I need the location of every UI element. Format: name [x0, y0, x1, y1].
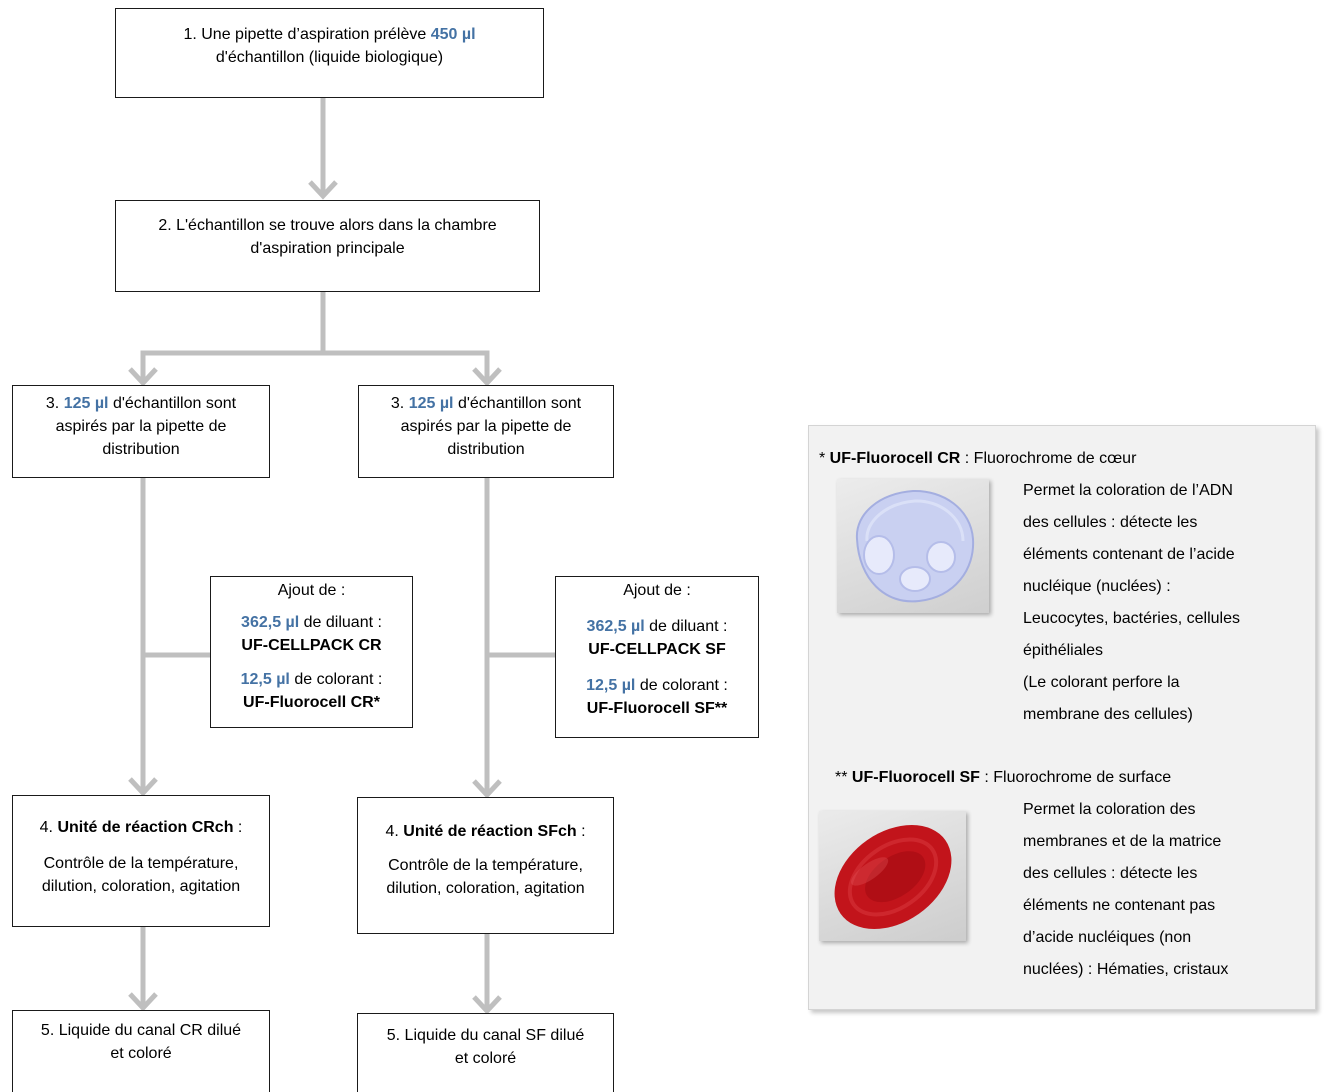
addition-left-title: Ajout de :: [277, 582, 346, 599]
step2-line2: d'aspiration principale: [250, 240, 405, 257]
step3-left-number: 3.: [45, 395, 64, 412]
addition-right-diluent: 362,5 µl de diluant :: [556, 615, 758, 638]
step1-box: 1. Une pipette d’aspiration prélève 450 …: [115, 8, 544, 98]
legend-cr-line: nucléique (nuclées) :: [1023, 578, 1171, 595]
step3-right-line2: aspirés par la pipette de: [400, 418, 572, 435]
step3-right-text: d'échantillon sont: [453, 395, 582, 412]
addition-left-dye-name: UF-Fluorocell CR*: [243, 694, 380, 711]
step5-left-line2: et coloré: [110, 1045, 172, 1062]
arrow-step1-to-step2: [308, 98, 338, 200]
legend-cr-name: UF-Fluorocell CR: [829, 450, 961, 467]
legend-sf-line: éléments ne contenant pas: [1023, 897, 1216, 914]
addition-left-dye: 12,5 µl de colorant :: [211, 668, 412, 691]
legend-cr-line: éléments contenant de l’acide: [1023, 546, 1235, 563]
addition-right-dye-name: UF-Fluorocell SF**: [586, 700, 728, 717]
arrow-step2-to-step3-left: [128, 353, 158, 387]
legend-sf-line: des cellules : détecte les: [1023, 865, 1198, 882]
step5-right-box: 5. Liquide du canal SF dilué et coloré: [357, 1013, 614, 1092]
legend-cr-header: * UF-Fluorocell CR : Fluorochrome de cœu…: [819, 448, 1136, 470]
addition-left-diluent-volume: 362,5 µl: [241, 614, 300, 631]
step4-left-suffix: :: [233, 819, 243, 836]
step5-left-line1: 5. Liquide du canal CR dilué: [40, 1022, 242, 1039]
step3-right-line3: distribution: [447, 441, 525, 458]
addition-left-diluent-text: de diluant :: [299, 614, 382, 631]
legend-sf-description: Permet la coloration des membranes et de…: [1023, 794, 1228, 986]
step3-left-line1: 3. 125 µl d'échantillon sont: [13, 392, 269, 415]
step3-right-line1: 3. 125 µl d'échantillon sont: [359, 392, 613, 415]
step4-right-line3: dilution, coloration, agitation: [386, 880, 585, 897]
addition-right-diluent-volume: 362,5 µl: [586, 618, 645, 635]
addition-right-dye-text: de colorant :: [635, 677, 728, 694]
legend-sf-line: Permet la coloration des: [1023, 801, 1196, 818]
step4-left-unit: Unité de réaction CRch: [57, 819, 234, 836]
step4-right-line2: Contrôle de la température,: [388, 857, 583, 874]
step4-left-box: 4. Unité de réaction CRch : Contrôle de …: [12, 795, 270, 927]
step2-line1: 2. L'échantillon se trouve alors dans la…: [158, 217, 497, 234]
legend-cr-line: des cellules : détecte les: [1023, 514, 1198, 531]
step4-left-number: 4.: [39, 819, 58, 836]
legend-sf-line: d’acide nucléiques (non: [1023, 929, 1192, 946]
step3-left-text: d'échantillon sont: [108, 395, 237, 412]
legend-cr-description: Permet la coloration de l’ADN des cellul…: [1023, 475, 1240, 731]
addition-right-diluent-name: UF-CELLPACK SF: [588, 641, 726, 658]
step1-line1: 1. Une pipette d’aspiration prélève 450 …: [116, 23, 543, 46]
step4-right-unit: Unité de réaction SFch: [403, 823, 577, 840]
step5-right-line2: et coloré: [454, 1050, 517, 1067]
legend-cr-line: épithéliales: [1023, 642, 1104, 659]
step3-left-line2: aspirés par la pipette de: [55, 418, 227, 435]
legend-cr-marker: *: [819, 450, 830, 467]
addition-left-box: Ajout de : 362,5 µl de diluant : UF-CELL…: [210, 576, 413, 728]
step5-right-line1: 5. Liquide du canal SF dilué: [386, 1027, 585, 1044]
legend-cr-desc: : Fluorochrome de cœur: [960, 450, 1137, 467]
arrow-step3-to-step4-left: [128, 478, 210, 797]
split-connector-step2: [140, 292, 490, 356]
addition-right-title: Ajout de :: [623, 582, 691, 599]
step4-right-line1: 4. Unité de réaction SFch :: [358, 820, 613, 843]
legend-sf-desc: : Fluorochrome de surface: [979, 769, 1172, 786]
addition-left-diluent: 362,5 µl de diluant :: [211, 611, 412, 634]
step3-left-box: 3. 125 µl d'échantillon sont aspirés par…: [12, 385, 270, 478]
arrow-step4-to-step5-right: [472, 934, 502, 1015]
legend-cr-line: Leucocytes, bactéries, cellules: [1023, 610, 1240, 627]
step3-right-number: 3.: [390, 395, 409, 412]
step4-left-line2: Contrôle de la température,: [43, 855, 239, 872]
step4-left-line1: 4. Unité de réaction CRch :: [13, 816, 269, 839]
step3-right-box: 3. 125 µl d'échantillon sont aspirés par…: [358, 385, 614, 478]
legend-panel: * UF-Fluorocell CR : Fluorochrome de cœu…: [808, 425, 1316, 1010]
addition-right-box: Ajout de : 362,5 µl de diluant : UF-CELL…: [555, 576, 759, 738]
addition-left-dye-text: de colorant :: [289, 671, 383, 688]
step3-left-line3: distribution: [102, 441, 180, 458]
arrow-step4-to-step5-left: [128, 927, 158, 1012]
step3-right-volume: 125 µl: [408, 395, 454, 412]
legend-sf-marker: **: [835, 769, 852, 786]
addition-right-dye: 12,5 µl de colorant :: [556, 674, 758, 697]
addition-left-dye-volume: 12,5 µl: [240, 671, 290, 688]
step4-right-suffix: :: [576, 823, 586, 840]
legend-sf-line: nuclées) : Hématies, cristaux: [1023, 961, 1229, 978]
legend-sf-header: ** UF-Fluorocell SF : Fluorochrome de su…: [835, 767, 1171, 789]
step1-text: 1. Une pipette d’aspiration prélève: [183, 26, 431, 43]
legend-sf-line: membranes et de la matrice: [1023, 833, 1222, 850]
step4-right-number: 4.: [385, 823, 404, 840]
red-blood-cell-icon: [819, 811, 966, 941]
legend-cr-line: (Le colorant perfore la: [1023, 674, 1180, 691]
legend-cr-line: membrane des cellules): [1023, 706, 1193, 723]
addition-right-dye-volume: 12,5 µl: [586, 677, 636, 694]
step4-left-line3: dilution, coloration, agitation: [41, 878, 241, 895]
legend-cr-line: Permet la coloration de l’ADN: [1023, 482, 1233, 499]
step3-left-volume: 125 µl: [63, 395, 109, 412]
step1-line2: d'échantillon (liquide biologique): [215, 49, 444, 66]
arrow-step2-to-step3-right: [472, 353, 502, 387]
arrow-step3-to-step4-right: [472, 478, 555, 799]
step1-volume: 450 µl: [430, 26, 476, 43]
legend-sf-name: UF-Fluorocell SF: [851, 769, 980, 786]
white-blood-cell-icon: [837, 479, 989, 613]
step5-left-box: 5. Liquide du canal CR dilué et coloré: [12, 1010, 270, 1092]
step4-right-box: 4. Unité de réaction SFch : Contrôle de …: [357, 797, 614, 934]
addition-left-diluent-name: UF-CELLPACK CR: [241, 637, 382, 654]
addition-right-diluent-text: de diluant :: [644, 618, 728, 635]
step2-box: 2. L'échantillon se trouve alors dans la…: [115, 200, 540, 292]
